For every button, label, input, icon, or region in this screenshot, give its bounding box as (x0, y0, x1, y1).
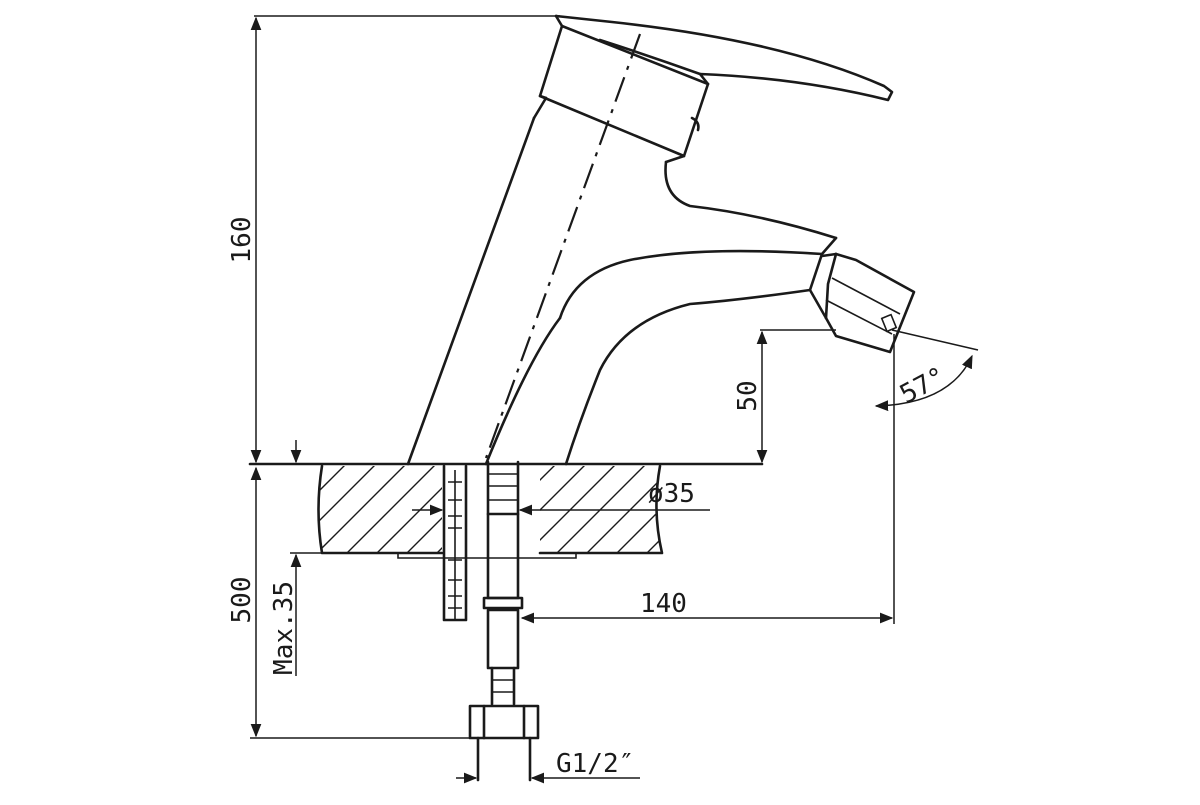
dim-500-label: 500 (227, 577, 257, 624)
dim-thread: G1/2″ (456, 749, 640, 784)
mounting-stud (442, 464, 468, 622)
supply-hose (468, 460, 540, 782)
dim-reach: 140 (520, 334, 895, 624)
dim-50-label: 50 (733, 380, 763, 411)
dim-140-label: 140 (640, 589, 687, 619)
body-centerline (484, 33, 642, 459)
dim-hose-length: 500 (227, 466, 476, 739)
dim-o35-label: ø35 (648, 479, 695, 509)
dim-max35-label: Max.35 (269, 581, 299, 675)
aerator-nozzle (808, 236, 916, 354)
dim-deck-thickness: Max.35 (269, 440, 322, 676)
dim-160-label: 160 (227, 217, 257, 264)
dim-hole-diameter: ø35 (412, 479, 710, 516)
deck-hatching (318, 466, 662, 553)
deck-section (248, 462, 764, 559)
dim-angle: 57° (874, 329, 979, 412)
dim-g12-label: G1/2″ (556, 749, 634, 779)
dim-overall-height: 160 (227, 15, 560, 464)
faucet-body (406, 14, 894, 466)
dim-spout-height: 50 (733, 329, 836, 464)
